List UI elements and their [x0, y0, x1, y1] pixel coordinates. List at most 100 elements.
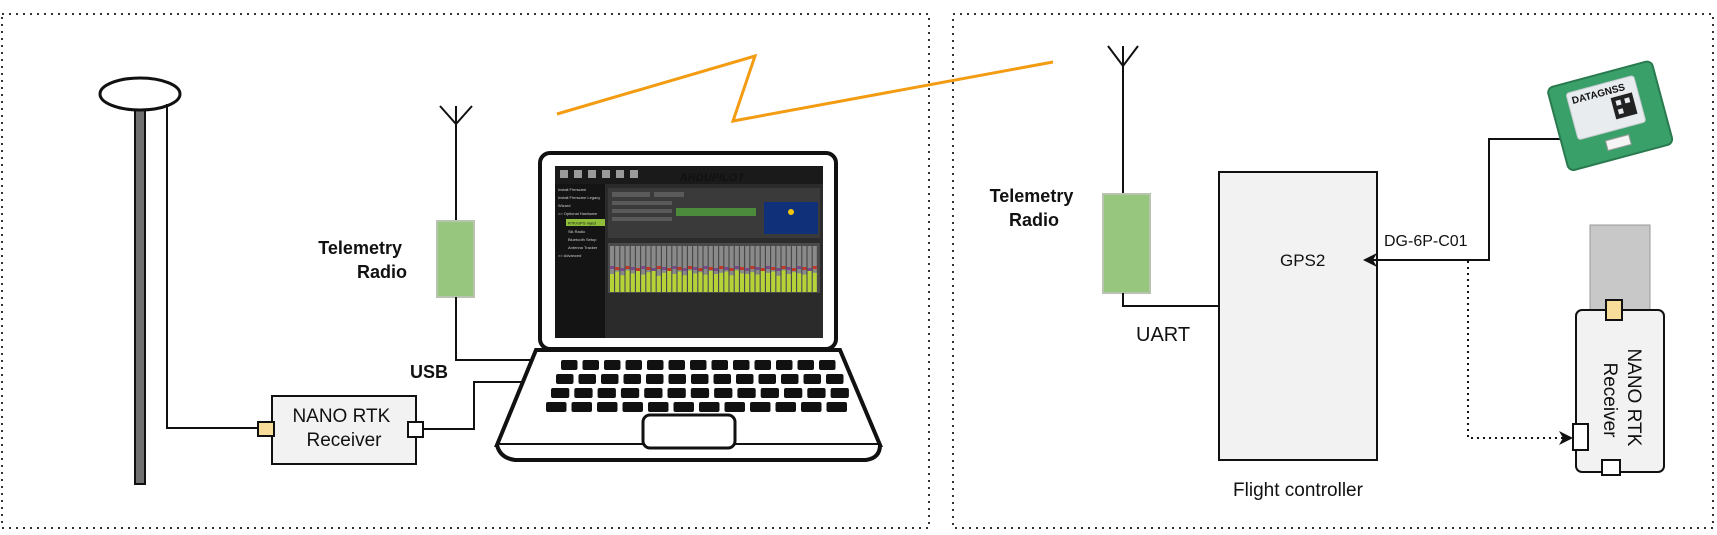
- keyboard-key: [668, 374, 686, 384]
- signal-marker: [641, 266, 646, 269]
- keyboard-key: [714, 388, 733, 398]
- antenna-connector: [257, 421, 275, 437]
- signal-marker: [776, 268, 781, 271]
- svg-text:>> Optional Hardware: >> Optional Hardware: [558, 211, 598, 216]
- signal-marker: [750, 266, 755, 269]
- keyboard-key: [760, 388, 779, 398]
- telemetry-label-left: Telemetry Radio: [318, 238, 407, 282]
- signal-bar: [724, 271, 729, 292]
- signal-marker: [625, 266, 630, 269]
- keyboard-key: [623, 374, 641, 384]
- qr-code: [1610, 92, 1638, 120]
- wireless-link-icon: [556, 53, 1054, 123]
- antenna-cable: [166, 104, 258, 429]
- keyboard-key: [571, 402, 592, 412]
- dg-6p-c01-cable: [1372, 138, 1570, 261]
- svg-text:RTK/GPS Inject: RTK/GPS Inject: [568, 221, 597, 226]
- signal-bar: [688, 270, 692, 292]
- laptop-icon: ARDUPILOT Install Firmware Install Firmw…: [538, 151, 838, 351]
- signal-marker: [682, 268, 687, 271]
- uart-cable: [1122, 293, 1219, 307]
- signal-bar: [656, 275, 661, 292]
- keyboard-key: [691, 374, 709, 384]
- signal-bar: [802, 274, 807, 292]
- signal-bar: [755, 274, 760, 292]
- screen-sidebar: [555, 184, 605, 338]
- keyboard-key: [737, 388, 756, 398]
- signal-bar: [672, 274, 677, 292]
- signal-bar: [766, 272, 770, 292]
- svg-text:Antenna Tracker: Antenna Tracker: [568, 245, 598, 250]
- keyboard-key: [736, 374, 754, 384]
- svg-text:Bluetooth Setup: Bluetooth Setup: [568, 237, 597, 242]
- keyboard-key: [754, 360, 771, 370]
- signal-marker: [662, 267, 666, 270]
- alt-cable-dotted: [1467, 261, 1563, 439]
- keyboard-key: [713, 374, 731, 384]
- keyboard-key: [574, 388, 593, 398]
- signal-bar: [698, 272, 703, 292]
- signal-marker: [729, 268, 734, 271]
- signal-marker: [786, 267, 791, 270]
- signal-bar: [734, 270, 739, 292]
- keyboard-key: [551, 388, 570, 398]
- signal-marker: [646, 267, 651, 270]
- signal-marker: [766, 266, 770, 269]
- signal-marker: [703, 266, 708, 269]
- signal-bar: [682, 275, 687, 292]
- keyboard-key: [546, 402, 567, 412]
- signal-marker: [693, 267, 698, 270]
- telemetry-radio-left: Telemetry Radio: [318, 105, 542, 361]
- keyboard-key: [784, 388, 803, 398]
- laptop-bottom-edge: [495, 444, 882, 462]
- keyboard-key: [604, 360, 621, 370]
- signal-bar: [792, 272, 796, 292]
- arrow-head-nano: [1559, 431, 1573, 445]
- signal-marker: [734, 266, 739, 269]
- signal-marker: [615, 267, 620, 270]
- keyboard-key: [819, 360, 836, 370]
- signal-bar: [667, 269, 672, 292]
- bottom-connector: [1601, 459, 1621, 476]
- signal-marker: [802, 267, 807, 270]
- keyboard-key: [711, 360, 728, 370]
- ardupilot-logo: ARDUPILOT: [679, 172, 745, 184]
- signal-marker: [812, 266, 817, 269]
- signal-bar: [630, 273, 635, 292]
- signal-bar: [781, 270, 786, 292]
- keyboard-key: [556, 374, 574, 384]
- signal-bar: [703, 274, 708, 292]
- signal-marker: [610, 266, 614, 269]
- signal-marker: [698, 268, 703, 271]
- signal-marker: [620, 268, 625, 271]
- signal-bar: [786, 274, 791, 292]
- signal-bar: [771, 271, 776, 292]
- keyboard-key: [622, 402, 643, 412]
- keyboard-key: [733, 360, 750, 370]
- radio-antenna-icon: [439, 105, 473, 126]
- keyboard-key: [644, 388, 663, 398]
- signal-bar: [745, 274, 750, 292]
- nano-rtk-receiver-left: NANO RTK Receiver: [257, 395, 424, 465]
- signal-bar: [740, 273, 744, 292]
- radio-antenna-icon: [1107, 45, 1139, 68]
- antenna-connector: [1605, 299, 1623, 321]
- keyboard-key: [578, 374, 596, 384]
- side-connector: [1572, 423, 1589, 451]
- keyboard-key: [830, 388, 849, 398]
- signal-marker: [714, 268, 718, 271]
- signal-bar: [646, 272, 651, 292]
- keyboard-key: [620, 388, 640, 398]
- keyboard-key: [648, 402, 669, 412]
- signal-marker: [656, 266, 661, 269]
- signal-bar: [662, 272, 666, 292]
- radio-cable: [455, 297, 542, 361]
- rover-panel: [952, 13, 1714, 529]
- signal-marker: [667, 268, 672, 271]
- keyboard-key: [758, 374, 776, 384]
- keyboard-key: [750, 402, 771, 412]
- keyboard-key: [724, 402, 745, 412]
- signal-bar: [729, 275, 734, 292]
- signal-marker: [755, 267, 760, 270]
